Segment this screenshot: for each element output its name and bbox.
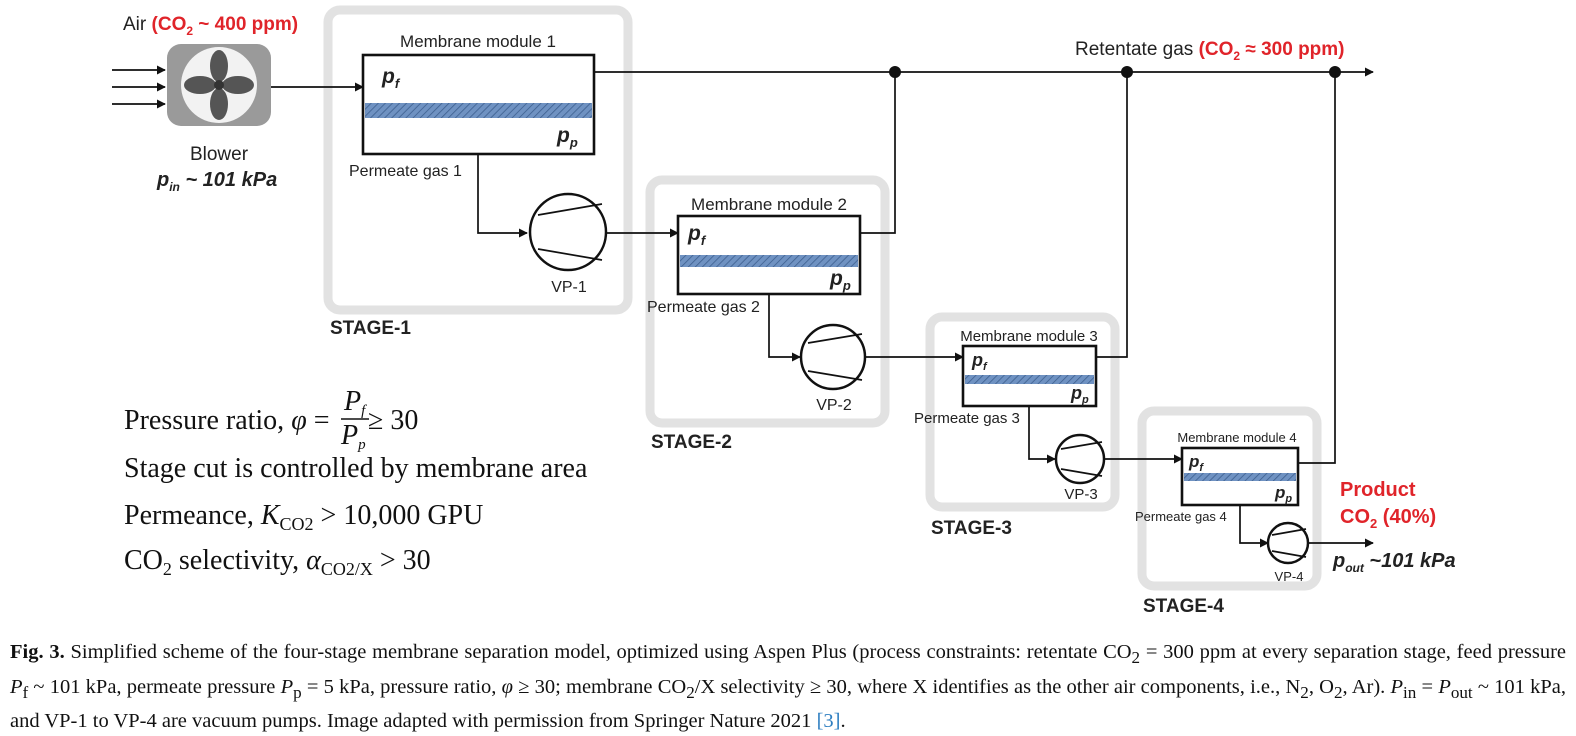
air-inlet-label: Air (CO2 ~ 400 ppm) bbox=[123, 14, 298, 38]
outlet-pressure-label: pout ~101 kPa bbox=[1332, 550, 1456, 575]
caption-var: P bbox=[10, 675, 23, 698]
module-3-permeate-pressure: pp bbox=[1070, 383, 1089, 406]
product-label: Product bbox=[1340, 479, 1416, 501]
permeate-1-label: Permeate gas 1 bbox=[349, 163, 462, 180]
module-1-feed-pressure: pf bbox=[381, 65, 401, 91]
permeate-3-label: Permeate gas 3 bbox=[914, 410, 1020, 427]
permeate-1-line bbox=[477, 154, 528, 238]
module-4-retentate-line bbox=[1298, 72, 1336, 464]
pressure-ratio-value: ≥ 30 bbox=[368, 405, 418, 436]
selectivity-note: CO2 selectivity, αCO2/X > 30 bbox=[124, 545, 431, 579]
membrane-1-layer bbox=[365, 103, 592, 118]
permeance-note: Permeance, KCO2 > 10,000 GPU bbox=[124, 500, 483, 534]
caption-sub: f bbox=[22, 682, 29, 702]
blower-label: Blower bbox=[190, 144, 249, 165]
stage-cut-note: Stage cut is controlled by membrane area bbox=[124, 453, 588, 484]
pressure-ratio-note: Pressure ratio, φ = bbox=[124, 405, 329, 436]
module-1-permeate-pressure: pp bbox=[556, 124, 578, 150]
caption-sub: out bbox=[1450, 682, 1473, 702]
caption-sub: p bbox=[293, 682, 302, 702]
caption-text: = 300 ppm at every separation stage, fee… bbox=[1140, 641, 1566, 663]
stage-2-frame bbox=[645, 175, 890, 428]
caption-sub: in bbox=[1403, 682, 1417, 702]
caption-sub: 2 bbox=[1333, 682, 1343, 702]
stage-4-label: STAGE-4 bbox=[1143, 596, 1224, 617]
vacuum-pump-4-icon bbox=[1266, 521, 1310, 565]
caption-sub: 2 bbox=[1131, 648, 1141, 668]
caption-text: , O bbox=[1308, 675, 1334, 698]
inlet-pressure-label: pin ~ 101 kPa bbox=[156, 169, 277, 194]
caption-sub: 2 bbox=[686, 682, 695, 702]
design-notes: Pressure ratio, φ = Pf Pp ≥ 30 Stage cut… bbox=[124, 386, 588, 579]
caption-text: = bbox=[1416, 675, 1439, 698]
permeate-2-label: Permeate gas 2 bbox=[647, 299, 760, 316]
vacuum-pump-2-icon bbox=[799, 323, 867, 391]
permeate-3-line bbox=[1028, 406, 1056, 464]
vp-3-label: VP-3 bbox=[1064, 486, 1097, 503]
vacuum-pump-3-icon bbox=[1054, 433, 1106, 485]
stage-3-frame bbox=[925, 312, 1120, 512]
figure-label: Fig. 3. bbox=[10, 641, 65, 663]
caption-text: ~ 101 kPa, and VP-1 to VP-4 are vacuum p… bbox=[10, 675, 1567, 733]
caption-text: Simplified scheme of the four-stage memb… bbox=[64, 641, 1132, 663]
module-4-label: Membrane module 4 bbox=[1177, 430, 1296, 445]
caption-text: /X selectivity ≥ 30, where X identifies … bbox=[694, 675, 1301, 698]
caption-text: . bbox=[840, 710, 846, 733]
process-diagram: Air (CO2 ~ 400 ppm) Blower pin ~ 101 kPa… bbox=[112, 5, 1456, 617]
caption-text: ≥ 30; membrane CO bbox=[512, 675, 687, 698]
stage-1-frame bbox=[323, 5, 633, 315]
retentate-label: Retentate gas (CO2 ≈ 300 ppm) bbox=[1075, 39, 1345, 63]
module-2-permeate-pressure: pp bbox=[829, 267, 851, 293]
pressure-ratio-denominator: Pp bbox=[340, 420, 366, 453]
module-2-retentate-line bbox=[860, 72, 896, 234]
module-3-feed-pressure: pf bbox=[971, 350, 988, 373]
module-1-label: Membrane module 1 bbox=[400, 32, 556, 51]
vacuum-pump-1-icon bbox=[528, 192, 608, 272]
caption-text: = 5 kPa, pressure ratio, bbox=[301, 675, 502, 698]
stage-2-label: STAGE-2 bbox=[651, 432, 732, 453]
caption-var: P bbox=[1390, 675, 1404, 698]
permeate-2-line bbox=[768, 294, 801, 362]
blower-fan-icon bbox=[167, 44, 271, 126]
caption-text: ~ 101 kPa, permeate pressure bbox=[28, 675, 281, 698]
product-concentration: CO2 (40%) bbox=[1340, 506, 1436, 531]
caption-var: P bbox=[280, 675, 294, 698]
stage-3-label: STAGE-3 bbox=[931, 518, 1012, 539]
module-4-permeate-pressure: pp bbox=[1274, 483, 1292, 505]
pressure-ratio-numerator: Pf bbox=[343, 386, 367, 419]
caption-var: P bbox=[1438, 675, 1451, 698]
vp-2-label: VP-2 bbox=[816, 397, 852, 414]
module-4-feed-pressure: pf bbox=[1188, 452, 1204, 474]
module-2-label: Membrane module 2 bbox=[691, 195, 847, 214]
membrane-4-layer bbox=[1184, 473, 1296, 481]
vp-1-label: VP-1 bbox=[551, 279, 587, 296]
membrane-2-layer bbox=[680, 255, 858, 267]
caption-text: , Ar). bbox=[1342, 675, 1391, 698]
citation-link[interactable]: [3] bbox=[816, 710, 841, 733]
vp-4-label: VP-4 bbox=[1275, 569, 1304, 584]
membrane-3-layer bbox=[965, 375, 1094, 384]
permeate-4-label: Permeate gas 4 bbox=[1135, 509, 1227, 524]
module-3-retentate-line bbox=[1096, 72, 1128, 358]
stage-4-frame bbox=[1137, 406, 1322, 591]
permeate-4-line bbox=[1239, 505, 1269, 548]
module-2-feed-pressure: pf bbox=[687, 222, 707, 248]
caption-sub: 2 bbox=[1300, 682, 1309, 702]
caption-var: φ bbox=[501, 675, 513, 698]
module-3-label: Membrane module 3 bbox=[960, 328, 1098, 345]
figure-caption: Fig. 3. Simplified scheme of the four-st… bbox=[10, 638, 1566, 736]
stage-1-label: STAGE-1 bbox=[330, 318, 411, 339]
